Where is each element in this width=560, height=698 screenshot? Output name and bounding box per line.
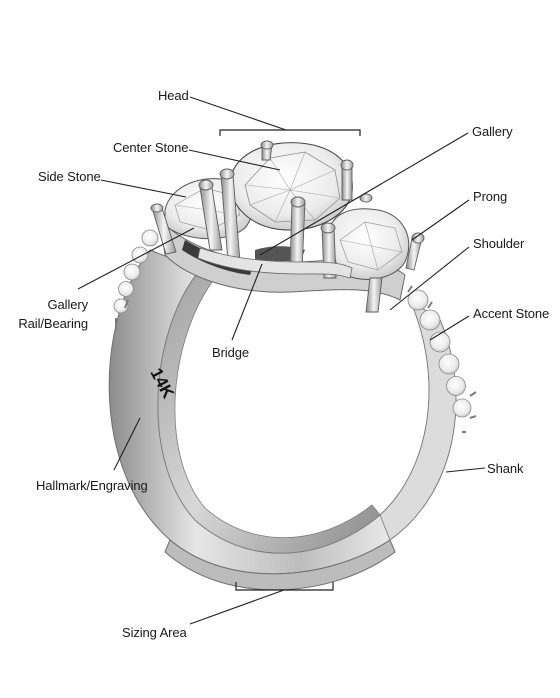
gallery-rail [197,247,353,279]
leader-gallery [259,132,469,256]
label-gallery: Gallery [472,124,513,139]
label-shoulder: Shoulder [473,236,525,251]
leader-gallery-rail [77,227,195,290]
label-gallery-rail-line2: Rail/Bearing [18,316,88,331]
sizing-bracket [235,582,334,591]
label-shank: Shank [487,461,524,476]
side-stone-right [328,208,410,280]
label-bridge: Bridge [212,345,249,360]
leader-shoulder [389,246,470,311]
label-accent-stone: Accent Stone [473,306,550,321]
head-bracket [219,129,361,136]
shank [108,249,457,591]
accent-stones-left [113,229,159,314]
leader-head [189,96,287,131]
label-side-stone: Side Stone [38,169,101,184]
label-gallery-rail-line1: Gallery [47,297,89,312]
leader-prong [411,199,470,241]
leader-lines [77,96,486,625]
label-prong: Prong [473,189,508,204]
leader-sizing [189,589,285,625]
leader-center-stone [188,149,281,171]
accent-prongs [115,285,477,433]
label-sizing-area: Sizing Area [122,625,187,640]
leader-accent-stone [429,315,470,341]
label-head: Head [158,88,189,103]
prongs [150,140,425,313]
label-hallmark: Hallmark/Engraving [36,478,148,493]
label-center-stone: Center Stone [113,140,189,155]
leader-shank [445,467,486,473]
leader-side-stone [100,179,187,198]
leader-hallmark [113,417,141,471]
leader-bridge [231,263,263,341]
